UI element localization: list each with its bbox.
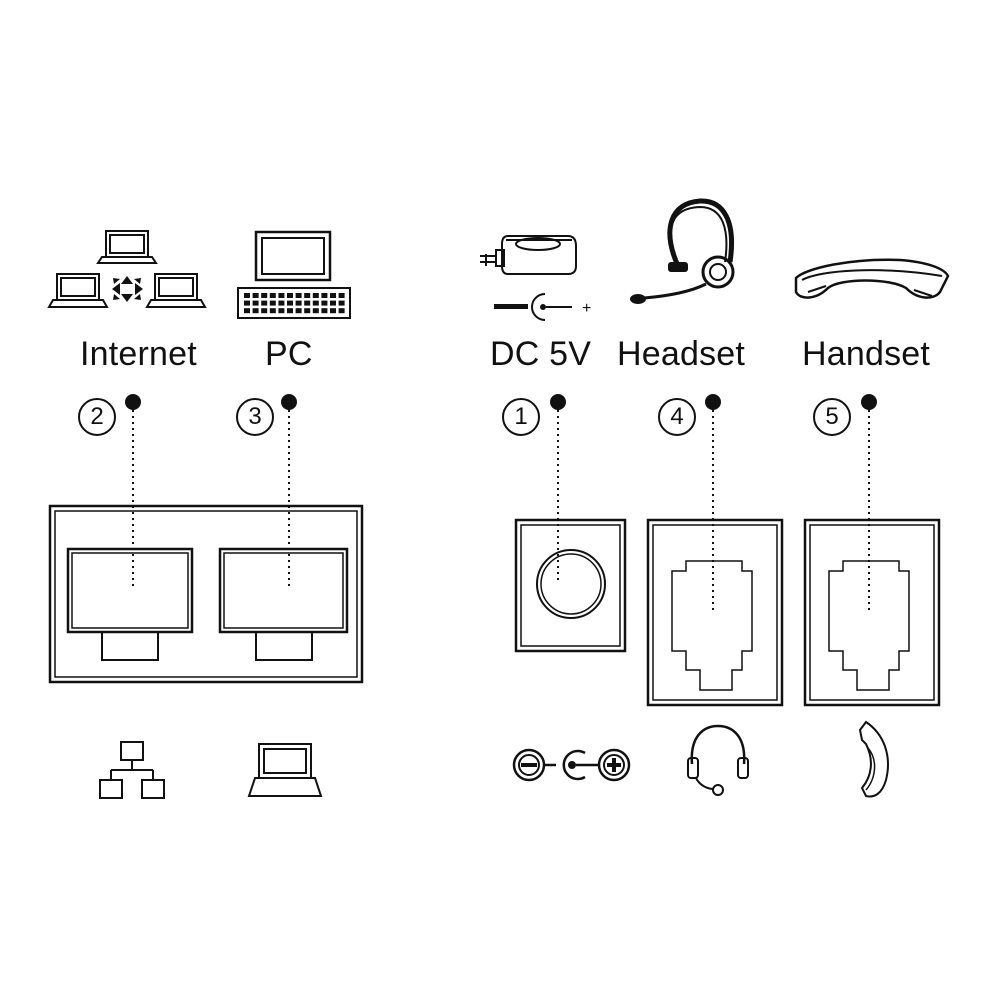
dc-plus-sign: + bbox=[582, 300, 591, 317]
keyboard-key bbox=[287, 308, 293, 314]
port-number-internet: 2 bbox=[78, 398, 116, 436]
keyboard-key bbox=[321, 300, 328, 306]
keyboard-key bbox=[269, 308, 276, 314]
keyboard-key bbox=[330, 308, 336, 314]
internet-port bbox=[66, 547, 194, 661]
dc-power-port bbox=[514, 518, 627, 653]
label-handset: Handset bbox=[802, 335, 931, 373]
pointer-leaders bbox=[125, 394, 877, 612]
handset-icon bbox=[794, 258, 950, 299]
keyboard-key bbox=[252, 308, 259, 314]
power-adapter-icon: + bbox=[480, 235, 591, 321]
label-headset: Headset bbox=[617, 335, 746, 373]
keyboard-key bbox=[295, 300, 302, 306]
keyboard-key bbox=[312, 293, 319, 298]
headset-icon bbox=[630, 198, 735, 304]
keyboard-key bbox=[321, 308, 328, 314]
headset-symbol-icon bbox=[687, 724, 749, 796]
keyboard-key bbox=[244, 300, 250, 306]
keyboard-key bbox=[269, 300, 276, 306]
keyboard-key bbox=[338, 308, 345, 314]
keyboard-key bbox=[252, 293, 259, 298]
pc-icon bbox=[237, 230, 351, 319]
keyboard-key bbox=[321, 293, 328, 298]
laptop-symbol-icon bbox=[247, 743, 323, 797]
keyboard-key bbox=[278, 308, 285, 314]
keyboard-key bbox=[269, 293, 276, 298]
keyboard-key bbox=[338, 293, 345, 298]
keyboard-key bbox=[312, 300, 319, 306]
keyboard-key bbox=[330, 300, 336, 306]
dc-polarity-icon bbox=[512, 748, 631, 782]
label-pc: PC bbox=[265, 335, 313, 373]
label-internet: Internet bbox=[80, 335, 197, 373]
keyboard-key bbox=[295, 308, 302, 314]
lan-symbol-icon bbox=[99, 741, 165, 799]
port-number-dc: 1 bbox=[502, 398, 540, 436]
keyboard-key bbox=[304, 300, 311, 306]
keyboard-key bbox=[304, 293, 311, 298]
keyboard-key bbox=[252, 300, 259, 306]
label-dc-5v: DC 5V bbox=[490, 335, 592, 373]
port-number-handset: 5 bbox=[813, 398, 851, 436]
keyboard-key bbox=[244, 293, 250, 298]
ethernet-port-block bbox=[48, 504, 364, 684]
port-number-pc: 3 bbox=[236, 398, 274, 436]
headset-port bbox=[646, 518, 784, 707]
keyboard-key bbox=[295, 293, 302, 298]
pc-port bbox=[218, 547, 349, 661]
keyboard-key bbox=[338, 300, 345, 306]
keyboard-key bbox=[261, 308, 268, 314]
handset-port bbox=[803, 518, 941, 707]
keyboard-key bbox=[312, 308, 319, 314]
keyboard-key bbox=[330, 293, 336, 298]
keyboard-key bbox=[287, 293, 293, 298]
keyboard-key bbox=[287, 300, 293, 306]
keyboard-key bbox=[304, 308, 311, 314]
keyboard-key bbox=[261, 293, 268, 298]
port-number-headset: 4 bbox=[658, 398, 696, 436]
keyboard-key bbox=[278, 293, 285, 298]
network-icon bbox=[47, 230, 207, 308]
handset-symbol-icon bbox=[858, 720, 889, 798]
keyboard-key bbox=[244, 308, 250, 314]
keyboard-key bbox=[278, 300, 285, 306]
keyboard-key bbox=[261, 300, 268, 306]
